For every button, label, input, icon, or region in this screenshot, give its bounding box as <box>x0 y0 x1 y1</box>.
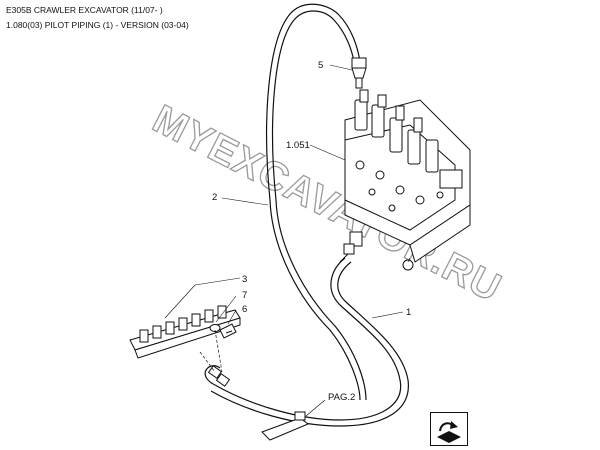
control-valve-1051 <box>344 89 471 271</box>
page-turn-arrow-icon[interactable] <box>430 412 468 446</box>
callout-1051: 1.051 <box>286 140 310 151</box>
hose-2 <box>266 3 367 401</box>
callout-2: 2 <box>212 192 217 203</box>
bolt-6 <box>219 323 237 339</box>
fitting-5 <box>351 57 367 89</box>
elbow-fitting <box>339 231 363 263</box>
hose-1 <box>204 257 409 427</box>
callout-6: 6 <box>242 304 247 315</box>
callout-page-ref: PAG.2 <box>328 392 355 403</box>
section-title: 1.080(03) PILOT PIPING (1) - VERSION (03… <box>6 20 189 30</box>
drawing-header: E305B CRAWLER EXCAVATOR (11/07- ) 1.080(… <box>6 3 189 33</box>
model-title: E305B CRAWLER EXCAVATOR (11/07- ) <box>6 5 163 15</box>
leader-lines <box>164 64 411 417</box>
assembly-guide-lines <box>199 329 223 373</box>
callout-7: 7 <box>242 290 247 301</box>
callout-1: 1 <box>406 307 411 318</box>
lower-bracket <box>261 411 309 441</box>
hose-ends <box>207 365 231 387</box>
callout-3: 3 <box>242 274 247 285</box>
callout-5: 5 <box>318 60 323 71</box>
